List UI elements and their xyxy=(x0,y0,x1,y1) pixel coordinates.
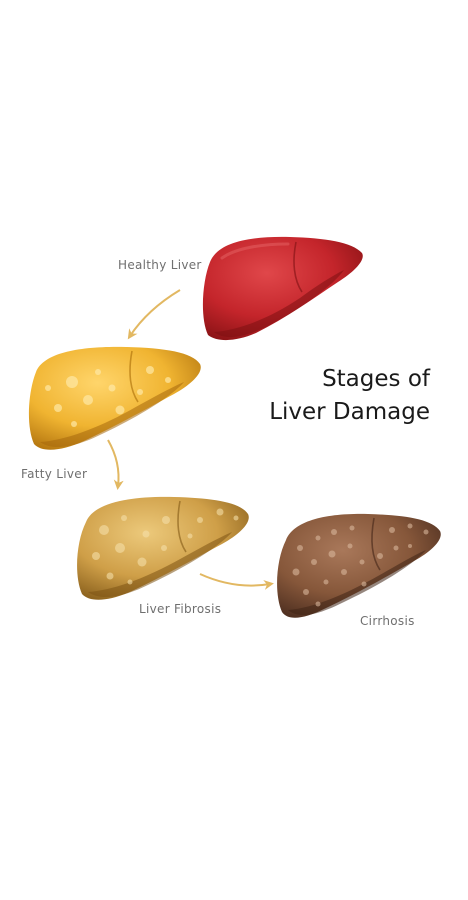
cirrhosis-liver-illustration xyxy=(277,513,441,618)
arrow-fibrosis-to-cirrhosis xyxy=(199,573,274,590)
arrow-fatty-to-fibrosis xyxy=(107,439,124,490)
diagram-title-line-2: Liver Damage xyxy=(269,399,430,425)
diagram-title-line-1: Stages of xyxy=(322,366,430,392)
liver-fibrosis-illustration xyxy=(77,496,249,600)
label-healthy-liver: Healthy Liver xyxy=(118,258,202,272)
label-liver-fibrosis: Liver Fibrosis xyxy=(139,602,222,616)
arrow-healthy-to-fatty xyxy=(127,289,181,340)
label-cirrhosis: Cirrhosis xyxy=(360,614,415,628)
label-fatty-liver: Fatty Liver xyxy=(21,467,88,481)
healthy-liver-illustration xyxy=(202,236,363,341)
fatty-liver-illustration xyxy=(28,346,201,450)
